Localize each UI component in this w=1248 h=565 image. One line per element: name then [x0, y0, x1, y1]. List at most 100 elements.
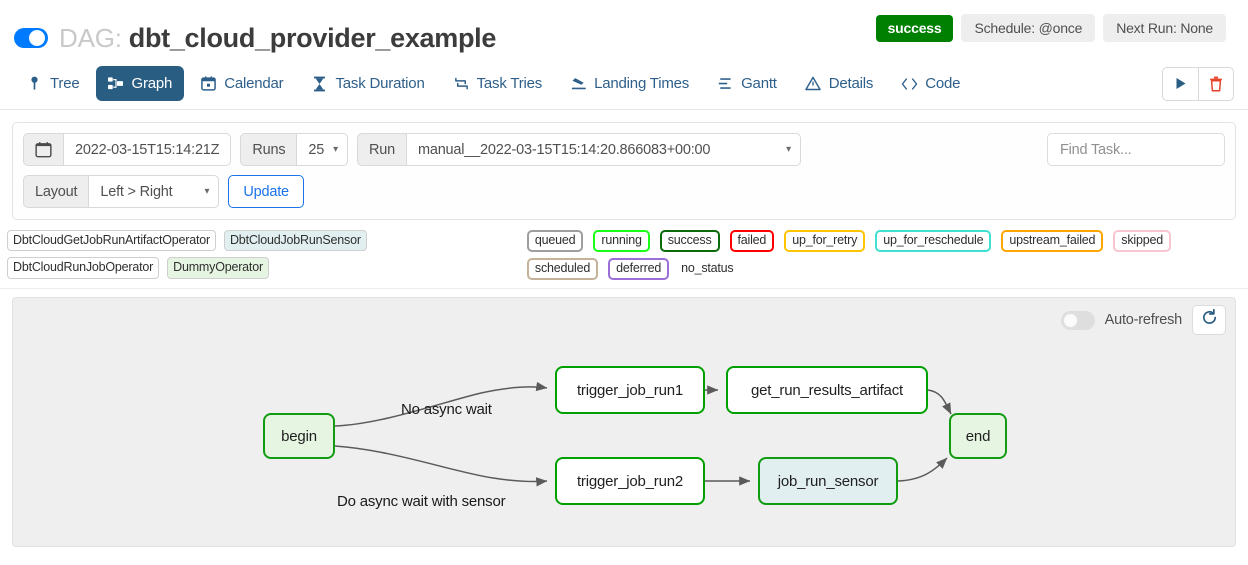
task-node-label: begin	[281, 427, 317, 445]
tab-label: Landing Times	[594, 75, 690, 92]
auto-refresh-label: Auto-refresh	[1104, 312, 1183, 328]
tab-details[interactable]: Details	[793, 66, 885, 101]
layout-select[interactable]: Left > Right ▾	[88, 175, 220, 208]
operator-legend: DbtCloudGetJobRunArtifactOperator DbtClo…	[7, 230, 503, 279]
tab-label: Task Tries	[476, 75, 543, 92]
tab-label: Details	[828, 75, 874, 92]
delete-dag-trash-button[interactable]	[1198, 67, 1233, 100]
calendar-icon[interactable]	[23, 133, 63, 166]
warning-triangle-icon	[805, 75, 822, 92]
tab-landing-times[interactable]: Landing Times	[558, 66, 701, 101]
task-node-label: end	[965, 427, 991, 445]
task-node-label: job_run_sensor	[777, 472, 879, 490]
toggle-knob	[1062, 312, 1078, 328]
layout-group: Layout Left > Right ▾	[23, 175, 220, 208]
operator-pill: DbtCloudGetJobRunArtifactOperator	[7, 230, 216, 252]
tree-icon	[26, 75, 43, 92]
tab-task-tries[interactable]: Task Tries	[441, 66, 555, 101]
tab-calendar[interactable]: Calendar	[188, 66, 295, 101]
status-pill-success: success	[659, 230, 720, 252]
dag-run-select[interactable]: manual__2022-03-15T15:14:20.866083+00:00…	[405, 133, 801, 166]
base-date-input[interactable]: 2022-03-15T15:14:21Z	[63, 133, 232, 166]
landing-icon	[570, 75, 587, 92]
run-select-group: Run manual__2022-03-15T15:14:20.866083+0…	[356, 133, 801, 166]
num-runs-group: Runs 25 ▾	[240, 133, 348, 166]
operator-pill: DbtCloudJobRunSensor	[223, 230, 367, 252]
task-node-begin[interactable]: begin	[263, 413, 335, 459]
filter-row-1: 2022-03-15T15:14:21Z Runs 25 ▾ Run manua…	[23, 133, 1225, 166]
status-pill-running: running	[593, 230, 650, 252]
num-runs-select[interactable]: 25 ▾	[296, 133, 348, 166]
operator-pill: DbtCloudRunJobOperator	[7, 257, 160, 279]
tab-label: Task Duration	[335, 75, 425, 92]
chevron-down-icon: ▾	[333, 143, 338, 155]
refresh-icon	[1201, 308, 1218, 331]
graph-edges	[334, 381, 952, 487]
task-node-job-run-sensor[interactable]: job_run_sensor	[758, 457, 898, 505]
operator-pill: DummyOperator	[167, 257, 269, 279]
dag-run-value: manual__2022-03-15T15:14:20.866083+00:00	[417, 141, 711, 158]
base-date-group: 2022-03-15T15:14:21Z	[23, 133, 232, 166]
status-label-no-status: no_status	[681, 261, 734, 275]
tab-graph[interactable]: Graph	[95, 66, 185, 101]
status-pill-upstream-failed: upstream_failed	[1001, 230, 1104, 252]
task-node-label: trigger_job_run1	[576, 381, 684, 399]
page-title: dbt_cloud_provider_example	[128, 22, 497, 53]
runs-label: Runs	[240, 133, 297, 166]
chevron-down-icon: ▾	[204, 185, 210, 197]
status-pill-queued: queued	[526, 230, 584, 252]
header-badges: success Schedule: @once Next Run: None	[875, 14, 1234, 42]
dag-filter-bar: 2022-03-15T15:14:21Z Runs 25 ▾ Run manua…	[12, 122, 1236, 220]
task-node-label: trigger_job_run2	[576, 472, 684, 490]
dag-graph-canvas[interactable]: Auto-refresh	[12, 297, 1236, 547]
dag-header: DAG: dbt_cloud_provider_example success …	[0, 0, 1248, 58]
code-brackets-icon	[901, 75, 918, 92]
dag-pause-toggle[interactable]	[14, 28, 48, 48]
run-label: Run	[356, 133, 406, 166]
task-node-trigger-job-run2[interactable]: trigger_job_run2	[555, 457, 705, 505]
next-run-badge: Next Run: None	[1103, 14, 1226, 42]
dag-action-buttons	[1162, 66, 1234, 101]
calendar-icon	[200, 75, 217, 92]
status-pill-deferred: deferred	[608, 258, 670, 280]
graph-icon	[108, 75, 125, 92]
gantt-icon	[717, 75, 734, 92]
task-node-get-run-results-artifact[interactable]: get_run_results_artifact	[726, 366, 928, 414]
tab-label: Code	[925, 75, 961, 92]
tab-label: Graph	[131, 75, 173, 92]
tab-code[interactable]: Code	[889, 66, 972, 101]
tab-gantt[interactable]: Gantt	[705, 66, 789, 101]
status-badge: success	[875, 14, 954, 42]
dag-label: DAG:	[59, 22, 122, 53]
status-legend: queued running success failed up_for_ret…	[526, 230, 1241, 280]
dag-view-tabs: Tree Graph	[0, 58, 1248, 110]
edge-label-do-async-wait: Do async wait with sensor	[337, 493, 506, 510]
graph-legend: DbtCloudGetJobRunArtifactOperator DbtClo…	[0, 220, 1248, 289]
status-pill-up-for-reschedule: up_for_reschedule	[875, 230, 992, 252]
update-button[interactable]: Update	[228, 175, 304, 208]
retry-icon	[453, 75, 470, 92]
num-runs-value: 25	[308, 141, 325, 158]
chevron-down-icon: ▾	[786, 143, 791, 155]
status-pill-skipped: skipped	[1113, 230, 1171, 252]
tab-label: Calendar	[224, 75, 284, 92]
tab-task-duration[interactable]: Task Duration	[299, 66, 436, 101]
task-node-end[interactable]: end	[949, 413, 1007, 459]
tab-label: Tree	[50, 75, 80, 92]
tab-tree[interactable]: Tree	[14, 66, 92, 101]
search-input[interactable]: Find Task...	[1047, 133, 1225, 166]
status-pill-scheduled: scheduled	[526, 258, 599, 280]
status-pill-up-for-retry: up_for_retry	[784, 230, 866, 252]
tab-label: Gantt	[741, 75, 777, 92]
legend-row: DbtCloudGetJobRunArtifactOperator DbtClo…	[7, 230, 1241, 280]
filter-row-2: Layout Left > Right ▾ Update	[23, 175, 1225, 208]
refresh-button[interactable]	[1192, 305, 1226, 335]
task-node-trigger-job-run1[interactable]: trigger_job_run1	[555, 366, 705, 414]
graph-toolbar: Auto-refresh	[1060, 305, 1226, 335]
status-pill-failed: failed	[729, 230, 775, 252]
schedule-badge[interactable]: Schedule: @once	[961, 14, 1096, 42]
auto-refresh-toggle[interactable]	[1060, 310, 1095, 330]
trigger-dag-play-button[interactable]	[1163, 68, 1198, 100]
action-button-group	[1162, 66, 1234, 101]
